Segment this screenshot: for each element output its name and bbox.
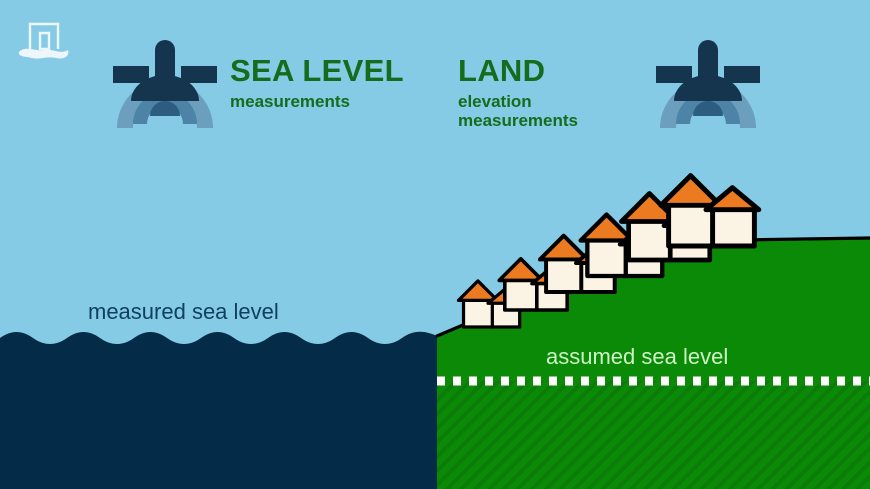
satellite-wing-left xyxy=(656,66,692,83)
land-title: LAND xyxy=(458,53,546,88)
land-below-assumed-level xyxy=(437,381,870,489)
satellite-body xyxy=(155,40,175,98)
satellite-land-icon xyxy=(656,40,760,128)
signal-arc-1 xyxy=(693,101,723,116)
satellite-wing-right xyxy=(724,66,760,83)
house-wing-roof xyxy=(703,185,762,213)
house-roof xyxy=(537,233,590,262)
house-roof xyxy=(578,212,635,243)
signal-arc-1 xyxy=(150,101,180,116)
house-6 xyxy=(658,173,762,249)
satellite-body xyxy=(698,40,718,98)
sea-level-title: SEA LEVEL xyxy=(230,53,404,88)
house-roof xyxy=(456,279,499,302)
satellite-sea-level-icon xyxy=(113,40,217,128)
organization-logo-icon xyxy=(18,22,69,59)
ocean-water xyxy=(0,331,437,489)
assumed-sea-level-label: assumed sea level xyxy=(546,344,729,369)
sea-level-subtitle: measurements xyxy=(230,92,351,111)
satellite-wing-right xyxy=(181,66,217,83)
measured-sea-level-label: measured sea level xyxy=(88,299,279,324)
satellite-wing-left xyxy=(113,66,149,83)
land-subtitle: elevation measurements xyxy=(458,92,579,131)
house-roof xyxy=(658,173,723,208)
house-roof xyxy=(497,256,545,283)
